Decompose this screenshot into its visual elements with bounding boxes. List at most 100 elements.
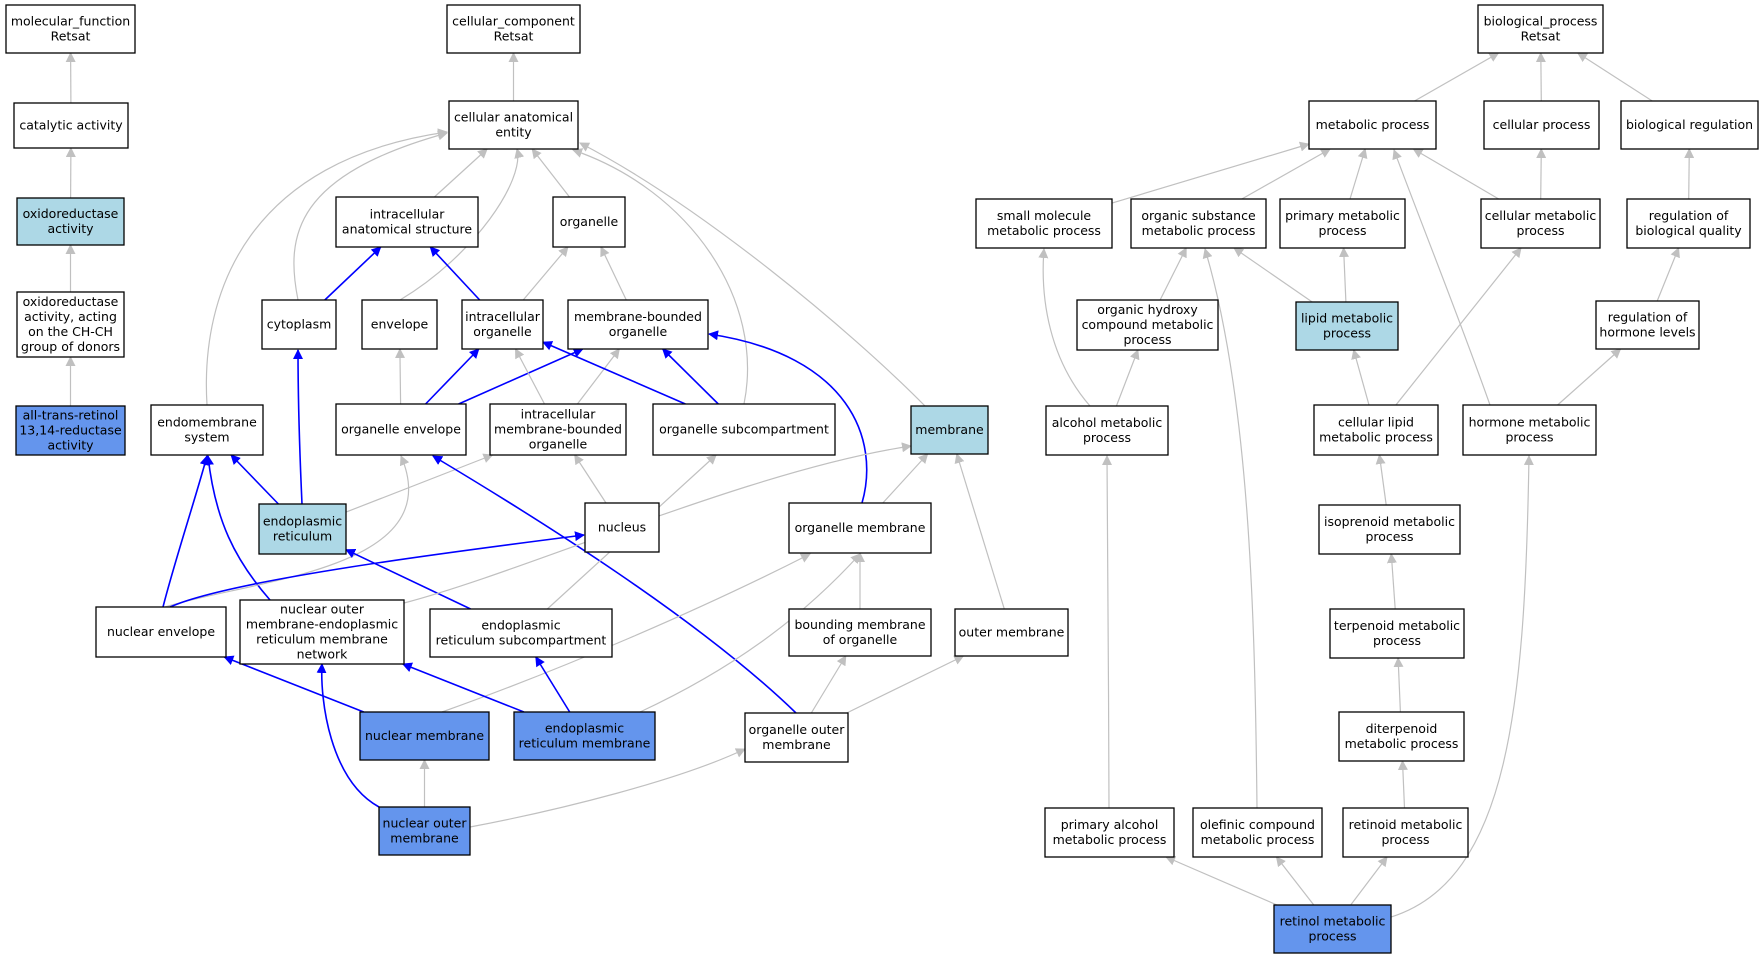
node-catalytic[interactable]: catalytic activity [13,102,129,149]
node-label-line: activity [47,221,94,236]
node-label-line: endoplasmic [263,514,342,529]
edge-nom-to-oom [469,748,746,828]
node-label-line: small molecule [997,208,1092,223]
edge-nm-to-om [441,553,811,713]
node-cp[interactable]: cellular process [1483,100,1600,150]
node-box [1295,301,1399,351]
edge-mp-to-bp_root [1414,52,1500,102]
node-box [788,502,932,554]
node-envelope[interactable]: envelope [361,299,438,350]
node-label-line: biological_process [1484,14,1598,29]
node-box [552,196,626,248]
node-box [378,806,471,856]
node-nomer[interactable]: nuclear outermembrane-endoplasmicreticul… [239,599,405,665]
edge-erm-to-om [639,553,861,713]
node-label-line: reticulum [273,529,332,544]
node-cytoplasm[interactable]: cytoplasm [261,299,337,350]
node-label-line: organic substance [1141,208,1256,223]
node-organelle[interactable]: organelle [552,196,626,248]
node-label-line: membrane [390,831,459,846]
node-box [1620,100,1759,150]
node-nm[interactable]: nuclear membrane [359,711,490,761]
node-label-line: process [1123,332,1171,347]
edge-oe-to-envelope [395,348,406,405]
node-label-line: olefinic compound [1200,817,1315,832]
node-oe[interactable]: organelle envelope [335,403,467,456]
edge-osmp-to-mp [1241,148,1331,200]
node-label-line: endomembrane [157,415,257,430]
node-box [1130,198,1267,249]
edge-dmp-to-tmp [1393,657,1404,713]
node-box [335,403,467,456]
edge-osc-to-cae [572,148,749,405]
node-label-line: cellular lipid [1338,415,1414,430]
node-om[interactable]: organelle membrane [788,502,932,554]
node-nucleus[interactable]: nucleus [584,502,660,553]
node-membrane[interactable]: membrane [910,405,989,455]
node-ne[interactable]: nuclear envelope [95,606,227,658]
node-label-line: membrane [762,737,831,752]
node-label-line: process [1083,430,1131,445]
node-box [95,606,227,658]
node-box [239,599,405,665]
node-br[interactable]: biological regulation [1620,100,1759,150]
edge-br-to-bp_root [1576,52,1653,102]
node-label-line: process [1381,832,1429,847]
node-label-line: metabolic process [1142,223,1256,238]
node-label-line: membrane-endoplasmic [246,617,398,632]
edge-nucleus-to-imbo [574,454,607,504]
node-label-line: primary alcohol [1061,817,1159,832]
node-outer_membrane[interactable]: outer membrane [954,608,1069,657]
node-label-line: cellular_component [452,14,575,29]
node-label-line: endoplasmic [481,618,560,633]
edge-ersc-to-er [345,548,471,610]
node-mp[interactable]: metabolic process [1308,100,1437,150]
node-osc[interactable]: organelle subcompartment [652,403,836,456]
edge-om-to-membrane [882,453,929,504]
node-label-line: alcohol metabolic [1052,415,1163,430]
edge-cmp-to-cp [1536,148,1547,200]
edge-nm-to-ne [223,655,364,713]
node-label-line: bounding membrane [794,617,925,632]
node-label-line: compound metabolic [1082,317,1214,332]
node-label-line: intracellular [521,407,597,422]
node-box [1044,807,1175,858]
node-box [1480,198,1601,249]
